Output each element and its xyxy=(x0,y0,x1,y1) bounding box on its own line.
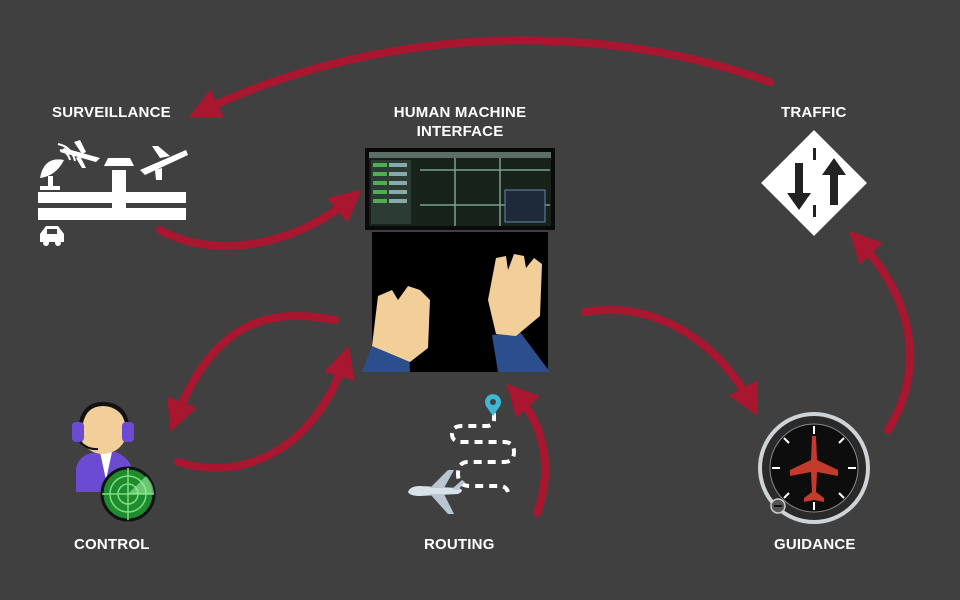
arrow-hmi-to-guidance xyxy=(581,306,759,417)
route-path-icon xyxy=(449,413,517,493)
arrow-routing-to-hmi xyxy=(506,383,550,517)
hands-icon xyxy=(362,254,550,372)
hmi-label-line-1: HUMAN MACHINE xyxy=(393,104,527,121)
arrow-traffic-to-surveillance xyxy=(188,36,774,119)
flow-arrows xyxy=(156,36,914,517)
arrow-control-to-hmi xyxy=(174,345,355,472)
compass-gauge-icon xyxy=(758,412,870,524)
arrow-hmi-to-control xyxy=(167,311,339,432)
airplane-icon xyxy=(140,146,188,180)
car-icon xyxy=(40,226,64,246)
guidance-label: GUIDANCE xyxy=(774,536,856,553)
airplane-icon xyxy=(60,140,100,168)
airport-tower-icon xyxy=(38,158,186,220)
road-sign-icon xyxy=(756,125,872,241)
airplane-icon xyxy=(408,470,465,514)
surveillance-label: SURVEILLANCE xyxy=(52,104,171,121)
map-pin-icon xyxy=(484,394,501,416)
arrow-guidance-to-traffic xyxy=(849,230,914,434)
hmi-label: HUMAN MACHINE INTERFACE xyxy=(380,103,540,141)
hmi-label-line-2: INTERFACE xyxy=(416,123,504,140)
controller-avatar-icon xyxy=(72,401,134,492)
routing-label: ROUTING xyxy=(424,536,495,553)
control-label: CONTROL xyxy=(74,536,150,553)
arrow-surveillance-to-hmi xyxy=(156,189,362,250)
traffic-label: TRAFFIC xyxy=(781,104,847,121)
radar-scope-icon xyxy=(100,466,156,522)
